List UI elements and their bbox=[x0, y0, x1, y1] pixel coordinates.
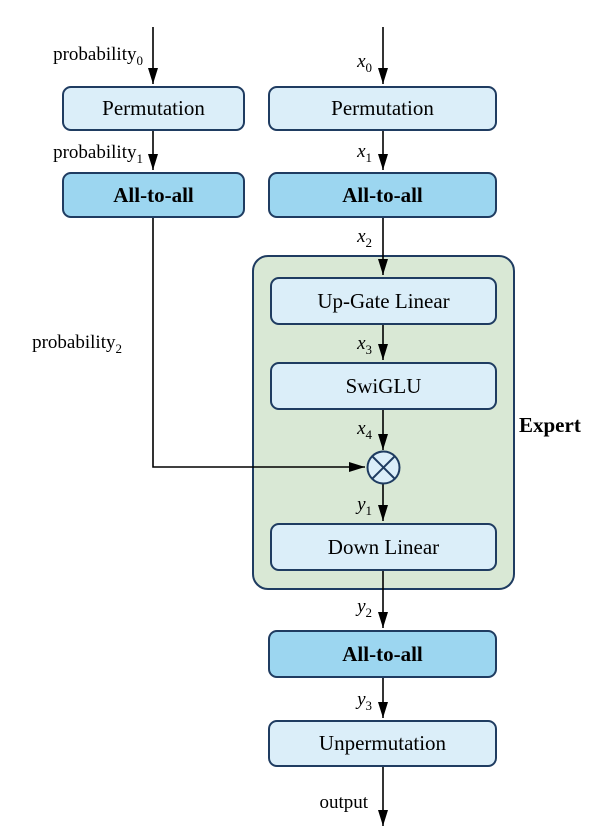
edge-label-x2: x2 bbox=[357, 226, 372, 250]
node-swiglu: SwiGLU bbox=[270, 362, 497, 410]
node-unpermutation: Unpermutation bbox=[268, 720, 497, 767]
node-up-gate-linear: Up-Gate Linear bbox=[270, 277, 497, 325]
node-down-linear: Down Linear bbox=[270, 523, 497, 571]
edge-label-output: output bbox=[319, 792, 368, 813]
node-label: Down Linear bbox=[327, 534, 440, 559]
edge-label-y1: y1 bbox=[357, 494, 372, 518]
node-permutation-probability: Permutation bbox=[62, 86, 245, 131]
node-label: SwiGLU bbox=[345, 373, 422, 398]
edge-label-y3: y3 bbox=[357, 689, 372, 713]
node-all-to-all-output: All-to-all bbox=[268, 630, 497, 678]
edge-label-probability1: probability1 bbox=[53, 142, 143, 166]
edge-label-x0: x0 bbox=[357, 51, 372, 75]
node-label: All-to-all bbox=[342, 641, 423, 666]
node-label: Up-Gate Linear bbox=[317, 288, 450, 313]
edge-label-probability0: probability0 bbox=[53, 44, 143, 68]
node-label: Permutation bbox=[102, 96, 205, 120]
node-label: Permutation bbox=[331, 96, 434, 120]
node-all-to-all-x: All-to-all bbox=[268, 172, 497, 218]
node-permutation-x: Permutation bbox=[268, 86, 497, 131]
edge-label-x3: x3 bbox=[357, 333, 372, 357]
edge-label-probability2: probability2 bbox=[32, 332, 122, 356]
node-label: All-to-all bbox=[113, 182, 194, 207]
edge-label-x1: x1 bbox=[357, 141, 372, 165]
node-all-to-all-probability: All-to-all bbox=[62, 172, 245, 218]
edge-label-x4: x4 bbox=[357, 418, 372, 442]
node-label: Unpermutation bbox=[318, 731, 447, 755]
node-label: All-to-all bbox=[342, 182, 423, 207]
edge-label-y2: y2 bbox=[357, 596, 372, 620]
expert-group-label: Expert bbox=[519, 413, 581, 437]
